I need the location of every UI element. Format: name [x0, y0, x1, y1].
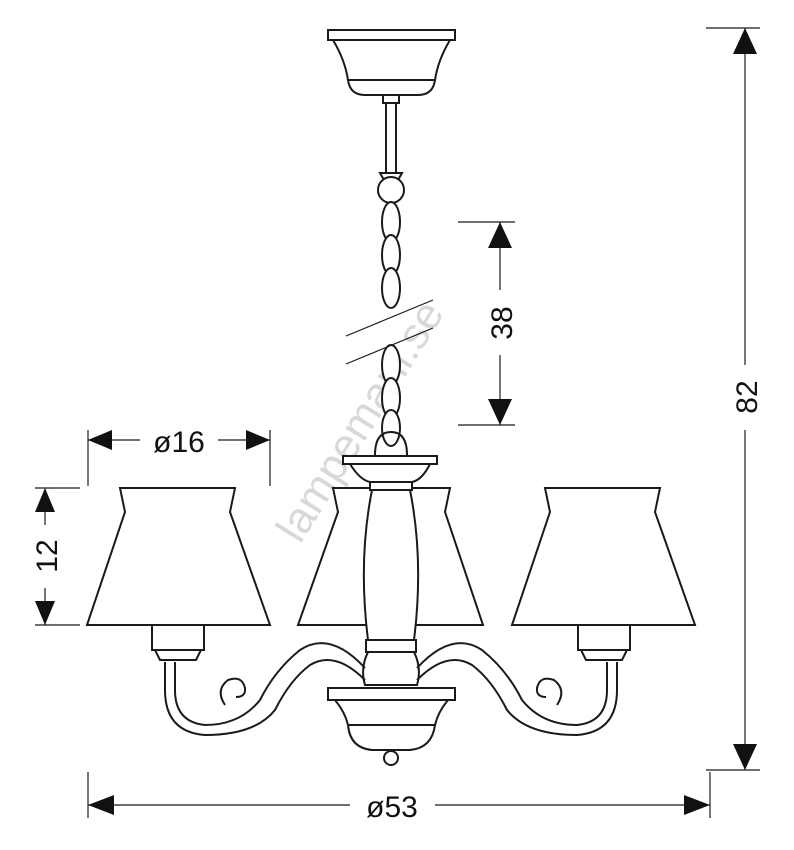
ceiling-canopy	[327, 29, 456, 181]
shade-right	[510, 487, 697, 626]
label-chain-length: 38	[486, 306, 519, 339]
label-shade-diameter: ø16	[153, 426, 205, 459]
shade-left	[85, 487, 272, 626]
bottom-bowl	[327, 687, 456, 766]
chain	[374, 176, 408, 456]
label-total-diameter: ø53	[366, 791, 418, 824]
arms	[151, 624, 631, 737]
dimension-chain-length: 38	[458, 221, 519, 426]
label-total-height: 82	[731, 380, 764, 413]
break-lines	[345, 299, 434, 365]
dimension-total-height: 82	[706, 27, 764, 771]
dimension-total-diameter: ø53	[87, 772, 711, 824]
label-shade-height: 12	[31, 539, 64, 572]
dimension-shade-height: 12	[31, 487, 80, 626]
center-column	[342, 455, 438, 686]
dimension-shade-diameter: ø16	[87, 426, 271, 486]
